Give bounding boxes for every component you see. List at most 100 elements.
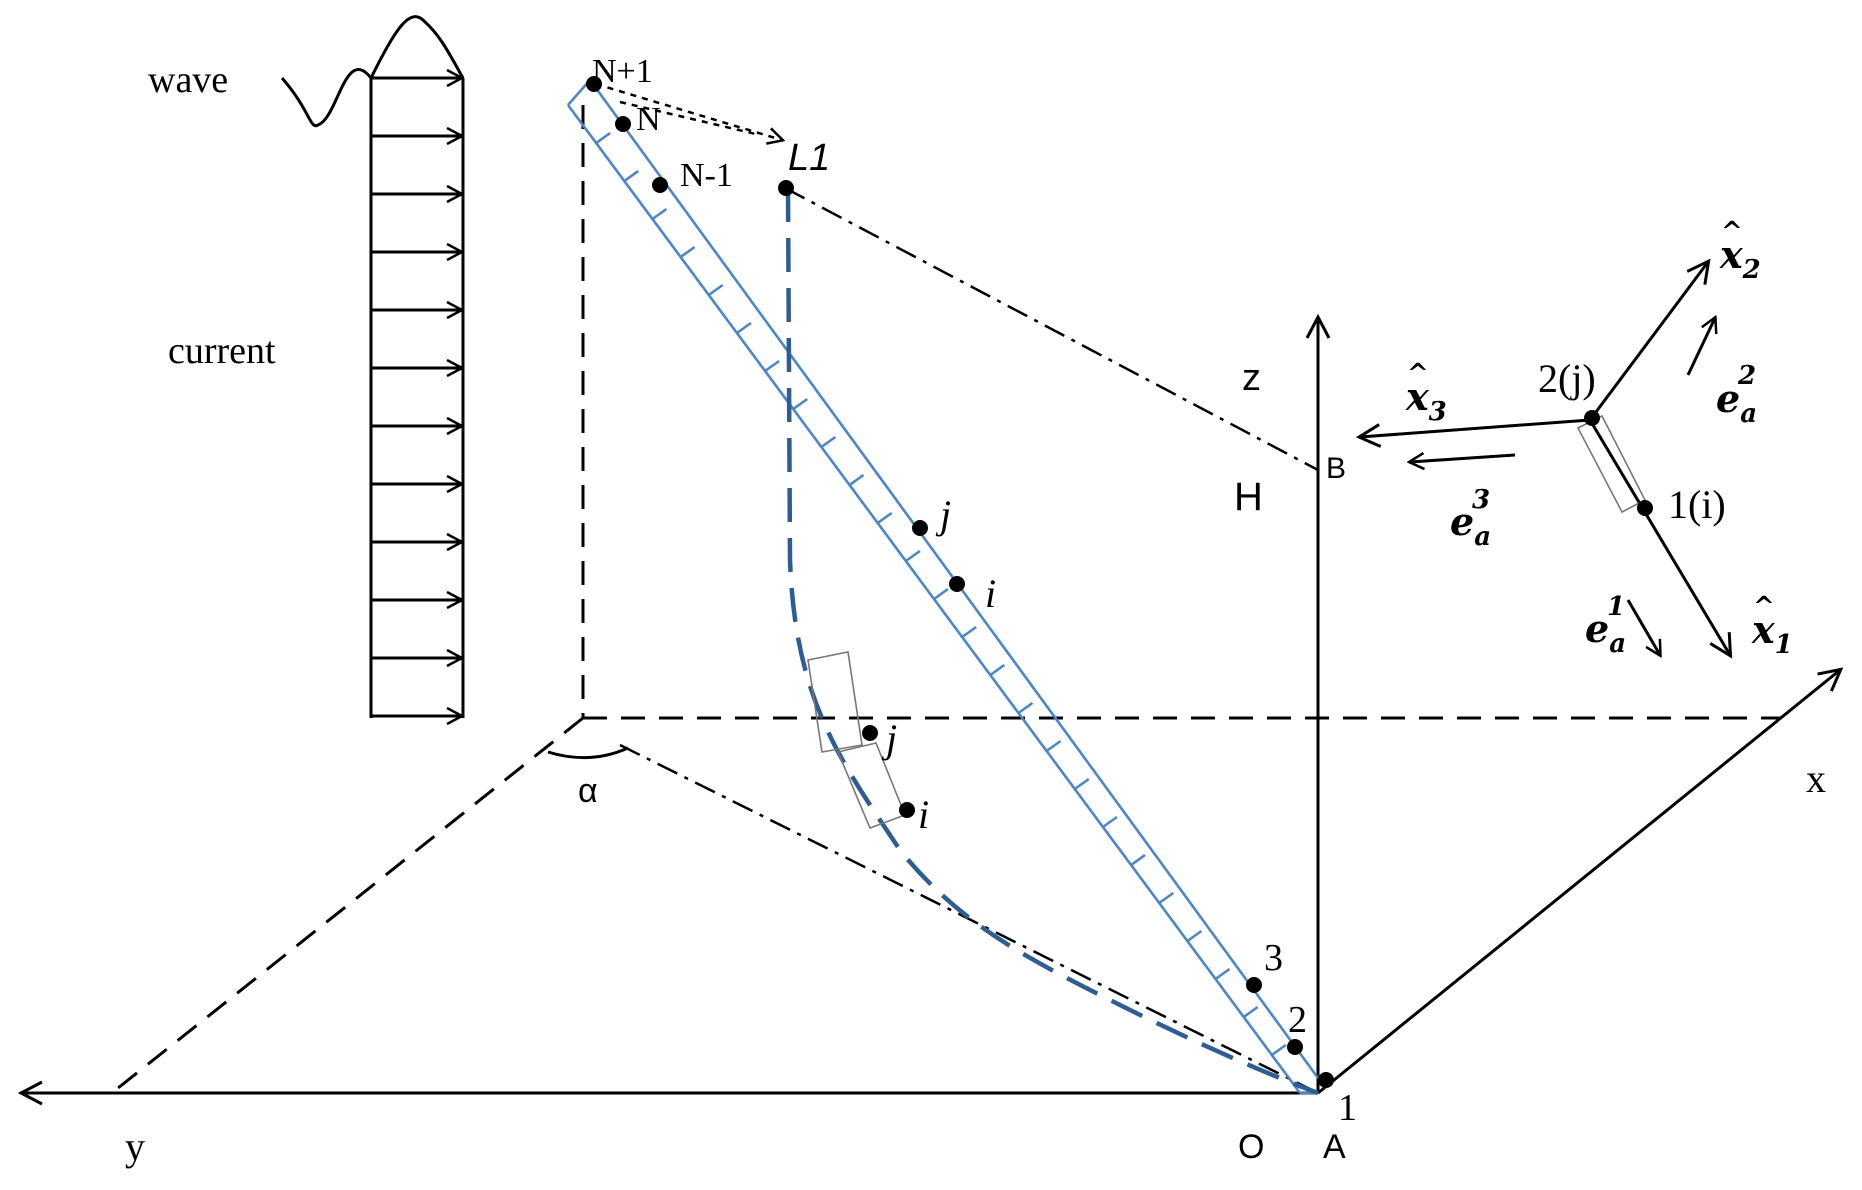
straight-riser: [566, 79, 1320, 1095]
local-x2-axis: [1588, 262, 1708, 421]
local-x3-label-base: x: [1405, 374, 1430, 419]
svg-text:x1: x1: [1751, 607, 1793, 660]
b-label: B: [1326, 452, 1346, 485]
node-i-upper-label: i: [985, 571, 996, 616]
svg-text:ea: ea: [1716, 376, 1757, 429]
node-n-minus-1-label: N-1: [680, 157, 733, 194]
local-node-1i-label: 1(i): [1668, 482, 1726, 527]
node-i-upper: [949, 576, 965, 592]
node-1: [1318, 1072, 1334, 1088]
e3-direction-arrow: [1410, 455, 1516, 462]
riser-segment-tick: [708, 283, 724, 297]
node-l1: [778, 180, 794, 196]
riser-segment-tick: [1242, 1005, 1259, 1019]
riser-segment-tick: [961, 625, 977, 639]
e2-label-sup: 2: [1737, 361, 1756, 391]
node-l1-label: L1: [788, 137, 830, 179]
alpha-label: α: [578, 772, 598, 810]
z-axis-label: z: [1242, 357, 1261, 399]
node-n-label: N: [636, 101, 661, 138]
riser-segment-tick: [1102, 815, 1118, 829]
node-n-minus-1: [652, 177, 668, 193]
e1-label: ea 1: [1585, 592, 1626, 659]
riser-segment-tick: [933, 587, 949, 601]
node-3: [1246, 977, 1262, 993]
node-i-lower: [899, 802, 915, 818]
node-1-label: 1: [1338, 1087, 1357, 1129]
e3-label: ea 3: [1450, 485, 1491, 552]
current-label: current: [168, 330, 276, 372]
riser-segment-tick: [595, 131, 611, 145]
riser-segment-tick: [1186, 929, 1203, 943]
riser-segment-tick: [679, 245, 696, 259]
local-x3-axis: [1360, 418, 1591, 437]
x-axis: [1317, 670, 1840, 1095]
riser-nodes: [586, 76, 1334, 1088]
top-displacement-arrow: [595, 82, 782, 140]
local-x1-axis: [1588, 419, 1730, 655]
node-n-plus-1: [586, 76, 602, 92]
riser-segment-tick: [876, 511, 893, 525]
e1-label-base: e: [1585, 606, 1609, 651]
riser-segment-tick: [1214, 967, 1231, 981]
local-frame: [1360, 262, 1730, 655]
local-x3-label-sub: 3: [1429, 397, 1447, 427]
element-box-upper: [807, 651, 863, 753]
current-arrows: [371, 78, 461, 716]
riser-segment-tick: [1271, 1043, 1287, 1057]
top-projection-line: [784, 186, 1319, 472]
local-x2-label-sub: 2: [1742, 255, 1761, 285]
e3-label-sup: 3: [1472, 485, 1490, 515]
local-node-2j: [1584, 410, 1600, 426]
local-x3-label: x3 ^: [1405, 359, 1447, 427]
e1-label-sub: a: [1609, 629, 1626, 659]
svg-text:ea: ea: [1585, 606, 1626, 659]
riser-segment-tick: [651, 207, 668, 221]
node-j-upper-label: j: [935, 492, 951, 537]
svg-text:ea: ea: [1450, 499, 1491, 552]
local-x2-label: x2 ^: [1719, 217, 1761, 285]
e1-label-sup: 1: [1607, 592, 1625, 622]
riser-segment-tick: [764, 359, 780, 373]
riser-segment-tick: [848, 473, 865, 487]
node-j-lower-label: j: [881, 716, 897, 761]
seabed-projection-line: [619, 743, 1319, 1095]
a-label: A: [1323, 1128, 1346, 1166]
hat-mark: ^: [1407, 359, 1429, 389]
svg-text:x3: x3: [1405, 374, 1447, 427]
e3-label-base: e: [1450, 499, 1474, 544]
e3-label-sub: a: [1474, 522, 1491, 552]
deformed-riser-curve: [785, 187, 1319, 1096]
local-x2-label-base: x: [1719, 232, 1744, 277]
node-i-lower-label: i: [918, 792, 929, 837]
e2-label: ea 2: [1716, 361, 1757, 429]
e2-label-base: e: [1716, 376, 1740, 421]
riser-segment-tick: [989, 663, 1006, 677]
node-n-plus-1-label: N+1: [592, 53, 653, 90]
riser-segment-tick: [820, 435, 837, 449]
local-x1-label-base: x: [1751, 607, 1776, 652]
node-j-lower: [862, 725, 878, 741]
riser-segment-tick: [1158, 891, 1174, 905]
riser-segment-tick: [792, 397, 808, 411]
riser-segment-tick: [1045, 739, 1062, 753]
y-ground-line: [112, 716, 584, 1094]
riser-segment-tick: [1017, 701, 1034, 715]
node-2: [1287, 1039, 1303, 1055]
riser-segment-ticks: [595, 131, 1287, 1057]
wave-curve: [280, 15, 465, 128]
hat-mark: ^: [1721, 217, 1743, 247]
riser-segment-tick: [1074, 777, 1090, 791]
o-label: O: [1238, 1128, 1264, 1166]
local-node-1i: [1637, 500, 1653, 516]
hat-mark: ^: [1753, 592, 1775, 622]
local-node-2j-label: 2(j): [1538, 356, 1596, 401]
current-profile: [369, 78, 465, 718]
local-x1-label-sub: 1: [1775, 630, 1793, 660]
local-x1-label: x1 ^: [1751, 592, 1793, 660]
node-3-label: 3: [1264, 937, 1283, 979]
riser-segment-tick: [905, 549, 921, 563]
e2-label-sub: a: [1740, 399, 1757, 429]
node-j-upper: [912, 520, 928, 536]
